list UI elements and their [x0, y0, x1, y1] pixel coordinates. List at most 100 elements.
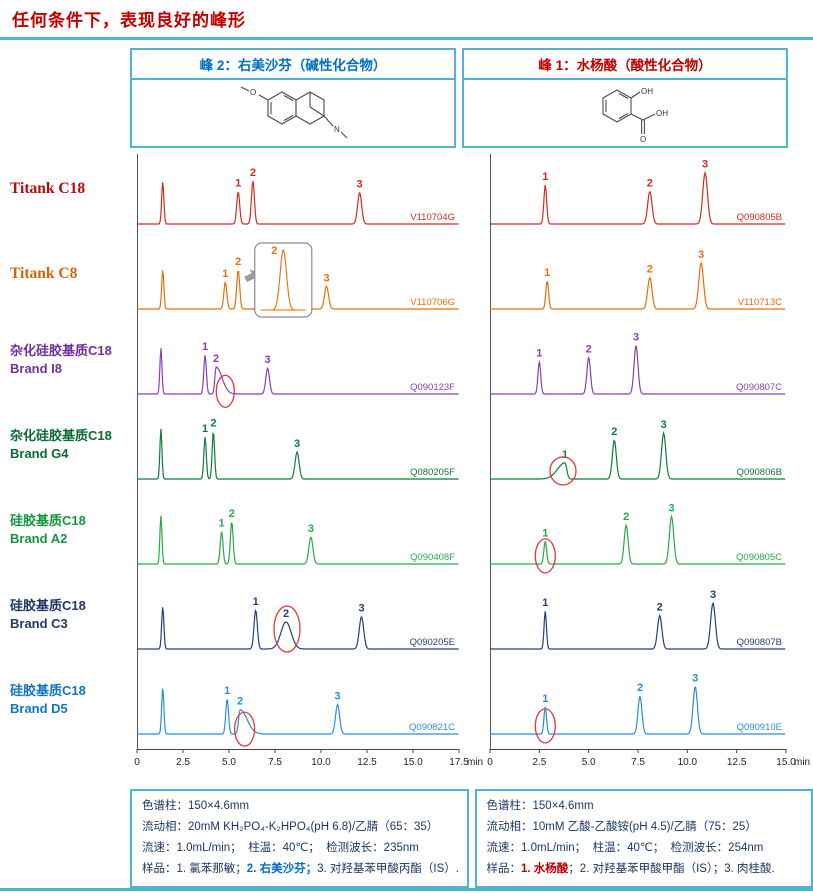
- peak-label: 1: [224, 685, 230, 697]
- run-code: Q090910E: [737, 722, 782, 733]
- peak-label: 1: [235, 178, 241, 190]
- column-label-line: 硅胶基质C18: [10, 597, 86, 613]
- axis-tick-label: 2.5: [532, 757, 546, 768]
- condition-text: 流速：1.0mL/min； 柱温：40℃； 检测波长：235nm: [142, 842, 419, 854]
- trace: [490, 345, 786, 395]
- condition-line: 流速：1.0mL/min； 柱温：40℃； 检测波长：254nm: [487, 838, 808, 859]
- trace: [490, 601, 786, 650]
- peak-label: 1: [222, 268, 228, 280]
- condition-line: 流动相：20mM KH₂PO₄-K₂HPO₄(pH 6.8)/乙腈（65：35）: [142, 817, 463, 838]
- axis-tick-label: 7.5: [268, 757, 282, 768]
- column-label-line: Brand D5: [10, 700, 68, 716]
- poor-peak-circle: [273, 605, 301, 653]
- peak-label: 1: [202, 341, 208, 353]
- peak-label: 3: [661, 419, 667, 431]
- run-code: Q090123F: [410, 382, 455, 393]
- condition-text: 色谱柱：150×4.6mm: [142, 800, 250, 812]
- page-title: 任何条件下，表现良好的峰形: [12, 11, 246, 30]
- trace: [137, 428, 459, 480]
- column-label-line: Brand G4: [10, 445, 69, 461]
- peak-label: 3: [633, 331, 639, 343]
- peak-label: 2: [647, 264, 653, 276]
- carbonyl-o-label: O: [640, 135, 646, 144]
- condition-line: 色谱柱：150×4.6mm: [142, 796, 463, 817]
- axis-spacer: [0, 749, 137, 775]
- trace: [490, 170, 786, 225]
- axis-tick-label: 12.5: [727, 757, 747, 768]
- dextromethorphan-structure: O N: [132, 80, 454, 146]
- run-code: Q090408F: [410, 552, 455, 563]
- condition-text: ；2. 对羟基苯甲酸甲酯（IS）；3. 肉桂酸.: [568, 863, 775, 875]
- trace: [137, 348, 459, 395]
- run-code: Q090805B: [737, 212, 782, 223]
- axis-tick-label: 10.0: [678, 757, 698, 768]
- condition-line: 样品：1. 水杨酸；2. 对羟基苯甲酸甲酯（IS）；3. 肉桂酸.: [487, 859, 808, 880]
- peak-label: 1: [544, 267, 550, 279]
- peak-label: 2: [611, 426, 617, 438]
- peak-label: 1: [536, 348, 542, 360]
- axis-tick-label: 5.0: [222, 757, 236, 768]
- salicylic-acid-structure-drawing: OH O OH: [602, 87, 668, 144]
- trace: [490, 430, 786, 480]
- poor-peak-circle: [534, 538, 556, 574]
- peak-label: 2: [647, 178, 653, 190]
- axis-tick-label: 12.5: [357, 757, 377, 768]
- trace: [137, 180, 459, 225]
- condition-text: 流动相：10mM 乙酸-乙酸铵(pH 4.5)/乙腈（75：25）: [486, 821, 757, 833]
- poor-peak-circle: [534, 708, 556, 744]
- peak-label: 2: [237, 696, 243, 708]
- peak-label: 1: [542, 693, 548, 705]
- zoom-inset-box: [254, 242, 313, 318]
- axis-tick-label: 17.5: [449, 757, 469, 768]
- condition-text: 1. 水杨酸: [521, 863, 569, 875]
- axis-unit-label: min: [794, 757, 810, 768]
- peak-label: 3: [265, 354, 271, 366]
- column-label-line: Titank C8: [10, 265, 78, 283]
- condition-line: 流动相：10mM 乙酸-乙酸铵(pH 4.5)/乙腈（75：25）: [487, 817, 808, 838]
- header-left-title: 峰 2：右美沙芬（碱性化合物）: [132, 50, 454, 80]
- run-code: Q090807C: [736, 382, 782, 393]
- column-label-line: 杂化硅胶基质C18: [10, 342, 112, 358]
- title-divider: [0, 37, 813, 40]
- trace: [490, 686, 786, 735]
- peak-label: 3: [357, 179, 363, 191]
- axis-tick-label: 2.5: [176, 757, 190, 768]
- condition-text: 流速：1.0mL/min； 柱温：40℃； 检测波长：254nm: [486, 842, 764, 854]
- peak-label: 3: [668, 503, 674, 515]
- peak-label: 1: [542, 171, 548, 183]
- trace: [490, 261, 786, 310]
- peak-label: 3: [358, 603, 364, 615]
- run-code: Q090205E: [410, 637, 455, 648]
- peak-label: 1: [202, 423, 208, 435]
- peak-label: 3: [308, 523, 314, 535]
- peak-label: 1: [253, 596, 259, 608]
- column-label-line: Brand A2: [10, 530, 68, 546]
- axis-tick-label: 10.0: [311, 757, 331, 768]
- run-code: Q080205F: [410, 467, 455, 478]
- column-label-line: 杂化硅胶基质C18: [10, 427, 112, 443]
- peak-label: 2: [250, 167, 256, 179]
- axis-tick-label: 0: [134, 757, 140, 768]
- salicylic-acid-structure: OH O OH: [464, 80, 786, 146]
- peak-label: 3: [335, 690, 341, 702]
- axis-tick-label: 15.0: [776, 757, 796, 768]
- column-label-line: Brand I8: [10, 360, 63, 376]
- run-code: Q090806B: [737, 467, 782, 478]
- condition-text: 色谱柱：150×4.6mm: [486, 800, 594, 812]
- methoxy-label: O: [250, 88, 256, 97]
